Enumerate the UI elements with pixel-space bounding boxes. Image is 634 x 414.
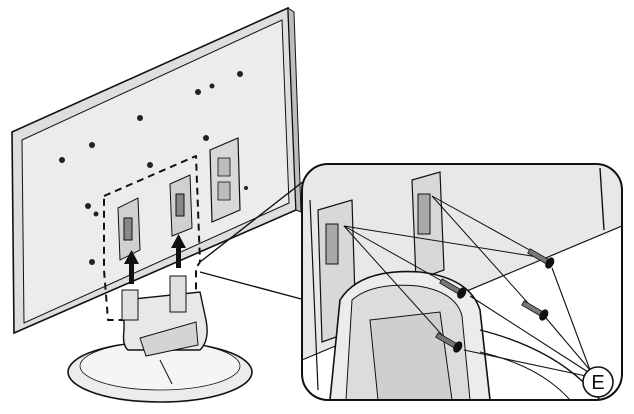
detail-inset-border xyxy=(301,163,623,401)
screw-3 xyxy=(521,300,549,321)
callout-label: E xyxy=(591,372,604,394)
insert-arrows xyxy=(124,234,186,284)
detail-inset xyxy=(301,163,623,401)
tv-panel-back xyxy=(21,19,290,324)
mounting-holes xyxy=(59,71,248,265)
tv-panel xyxy=(11,6,302,335)
screws xyxy=(435,248,555,353)
terminal-box xyxy=(209,137,241,223)
stand-mount-brackets xyxy=(117,174,193,261)
zoom-connectors xyxy=(199,169,319,301)
screw-1 xyxy=(527,248,555,269)
pedestal-stand xyxy=(67,275,253,403)
screw-2 xyxy=(439,278,467,299)
callout-e: E xyxy=(582,366,614,398)
callout-circle xyxy=(582,366,614,398)
callout-leaders xyxy=(463,267,591,377)
screw-4 xyxy=(435,332,463,353)
